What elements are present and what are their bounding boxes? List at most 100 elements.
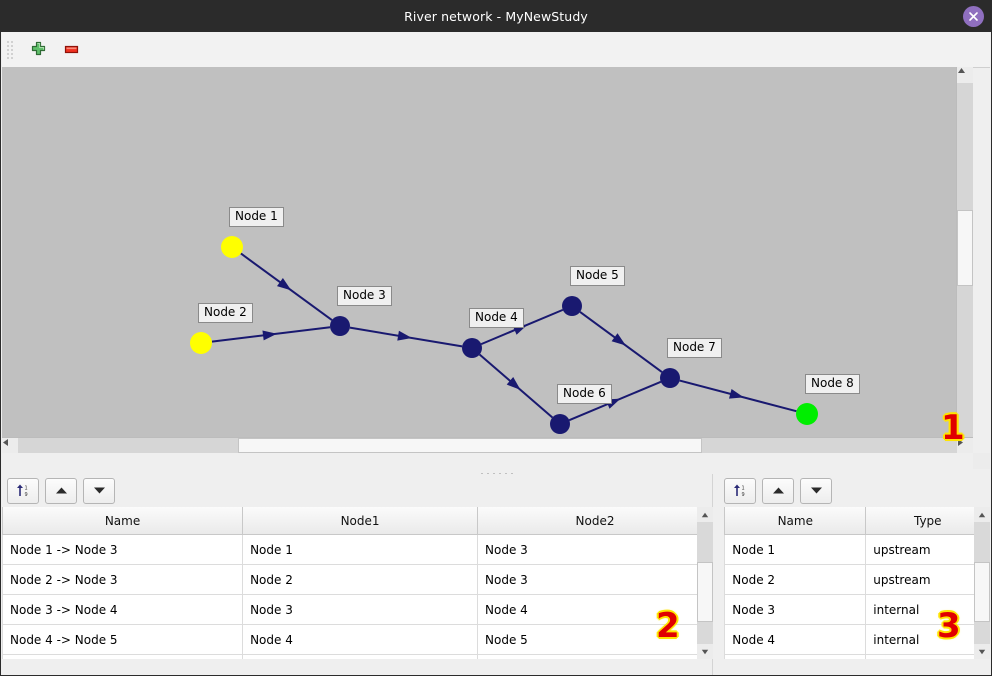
- canvas-horizontal-scrollbar[interactable]: [2, 437, 973, 453]
- window-title: River network - MyNewStudy: [404, 9, 588, 24]
- nodes-cell-empty[interactable]: [724, 654, 867, 659]
- graph-node-node1[interactable]: [221, 236, 243, 258]
- graph-node-label-node8[interactable]: Node 8: [805, 374, 860, 394]
- graph-node-label-node1[interactable]: Node 1: [229, 207, 284, 227]
- graph-node-node7[interactable]: [660, 368, 680, 388]
- reaches-move-up-button[interactable]: [45, 477, 77, 504]
- graph-node-label-node6[interactable]: Node 6: [557, 384, 612, 404]
- canvas-vertical-scrollbar[interactable]: [956, 67, 973, 453]
- nodes-cell[interactable]: Node 2: [724, 564, 867, 595]
- canvas-vscroll-thumb[interactable]: [957, 210, 973, 286]
- graph-node-node2[interactable]: [190, 332, 212, 354]
- reaches-cell[interactable]: Node 5: [477, 624, 713, 655]
- graph-node-node8[interactable]: [796, 403, 818, 425]
- svg-text:9: 9: [741, 492, 744, 498]
- nodes-scroll-thumb[interactable]: [974, 562, 991, 622]
- graph-node-label-node5[interactable]: Node 5: [570, 266, 625, 286]
- splitter-grip: [479, 471, 513, 474]
- reaches-column-header[interactable]: Node1: [242, 507, 479, 535]
- reaches-cell-empty[interactable]: [477, 654, 713, 659]
- scroll-left-arrow[interactable]: [2, 438, 18, 453]
- main-toolbar: [2, 32, 990, 68]
- canvas-hscroll-thumb[interactable]: [238, 438, 702, 453]
- reaches-move-down-button[interactable]: [83, 477, 115, 504]
- reaches-column-header[interactable]: Node2: [477, 507, 713, 535]
- nodes-cell[interactable]: internal: [865, 594, 991, 625]
- nodes-cell[interactable]: upstream: [865, 564, 991, 595]
- reaches-cell[interactable]: Node 4 -> Node 5: [2, 624, 244, 655]
- arrow-up-icon: [772, 487, 784, 494]
- sort-ascending-icon: 1 9: [733, 484, 744, 498]
- nodes-move-down-button[interactable]: [800, 477, 833, 504]
- arrow-up-icon: [55, 487, 67, 494]
- close-icon[interactable]: [963, 6, 984, 27]
- scroll-up-arrow[interactable]: [957, 67, 973, 83]
- reaches-column-header[interactable]: Name: [2, 507, 244, 535]
- reaches-cell[interactable]: Node 1: [242, 534, 479, 565]
- reaches-cell[interactable]: Node 1 -> Node 3: [2, 534, 244, 565]
- reaches-cell[interactable]: Node 2: [242, 564, 479, 595]
- reaches-cell-empty[interactable]: [2, 654, 244, 659]
- graph-node-label-node4[interactable]: Node 4: [469, 308, 524, 328]
- nodes-cell[interactable]: Node 3: [724, 594, 867, 625]
- table-row-empty[interactable]: [724, 654, 991, 659]
- panel-splitter[interactable]: [2, 469, 990, 476]
- reaches-cell[interactable]: Node 3: [477, 534, 713, 565]
- reaches-scroll-thumb[interactable]: [697, 562, 713, 622]
- scroll-right-arrow[interactable]: [957, 438, 973, 453]
- graph-node-label-node2[interactable]: Node 2: [198, 303, 253, 323]
- edge-arrow: [611, 333, 626, 346]
- nodes-scroll-up-arrow[interactable]: [974, 507, 991, 522]
- nodes-toolbar: 1 9: [713, 474, 833, 507]
- reaches-cell[interactable]: Node 4: [242, 624, 479, 655]
- add-node-button[interactable]: [24, 36, 52, 64]
- nodes-move-up-button[interactable]: [762, 477, 795, 504]
- graph-node-label-node3[interactable]: Node 3: [337, 286, 392, 306]
- graph-node-node3[interactable]: [330, 316, 350, 336]
- reaches-table-scrollbar[interactable]: [697, 507, 713, 659]
- reaches-scroll-up-arrow[interactable]: [697, 507, 713, 522]
- remove-node-button[interactable]: [57, 36, 85, 64]
- reaches-scroll-down-arrow[interactable]: [697, 644, 713, 659]
- nodes-cell-empty[interactable]: [865, 654, 991, 659]
- nodes-cell[interactable]: internal: [865, 624, 991, 655]
- nodes-cell[interactable]: Node 1: [724, 534, 867, 565]
- table-row-empty[interactable]: [2, 654, 713, 659]
- nodes-column-header[interactable]: Type: [865, 507, 991, 535]
- nodes-scroll-down-arrow[interactable]: [974, 644, 991, 659]
- reaches-cell[interactable]: Node 4: [477, 594, 713, 625]
- reaches-cell[interactable]: Node 2 -> Node 3: [2, 564, 244, 595]
- nodes-table-scrollbar[interactable]: [974, 507, 991, 659]
- graph-node-node4[interactable]: [462, 338, 482, 358]
- edge-arrow: [276, 278, 292, 291]
- nodes-sort-button[interactable]: 1 9: [724, 477, 757, 504]
- river-network-canvas[interactable]: Node 1 Node 2 Node 3 Node 4 Node 5 Node 6 Node…: [2, 67, 973, 453]
- graph-node-node5[interactable]: [562, 296, 582, 316]
- nodes-column-header[interactable]: Name: [724, 507, 867, 535]
- nodes-cell[interactable]: Node 4: [724, 624, 867, 655]
- graph-node-node6[interactable]: [550, 414, 570, 434]
- reaches-cell[interactable]: Node 3: [242, 594, 479, 625]
- graph-node-label-node7[interactable]: Node 7: [667, 338, 722, 358]
- network-graph: [190, 236, 818, 434]
- nodes-cell[interactable]: upstream: [865, 534, 991, 565]
- reaches-cell[interactable]: Node 3: [477, 564, 713, 595]
- reaches-sort-button[interactable]: 1 9: [7, 477, 39, 504]
- toolbar-grip[interactable]: [6, 39, 14, 60]
- reaches-cell[interactable]: Node 3 -> Node 4: [2, 594, 244, 625]
- reaches-cell-empty[interactable]: [242, 654, 479, 659]
